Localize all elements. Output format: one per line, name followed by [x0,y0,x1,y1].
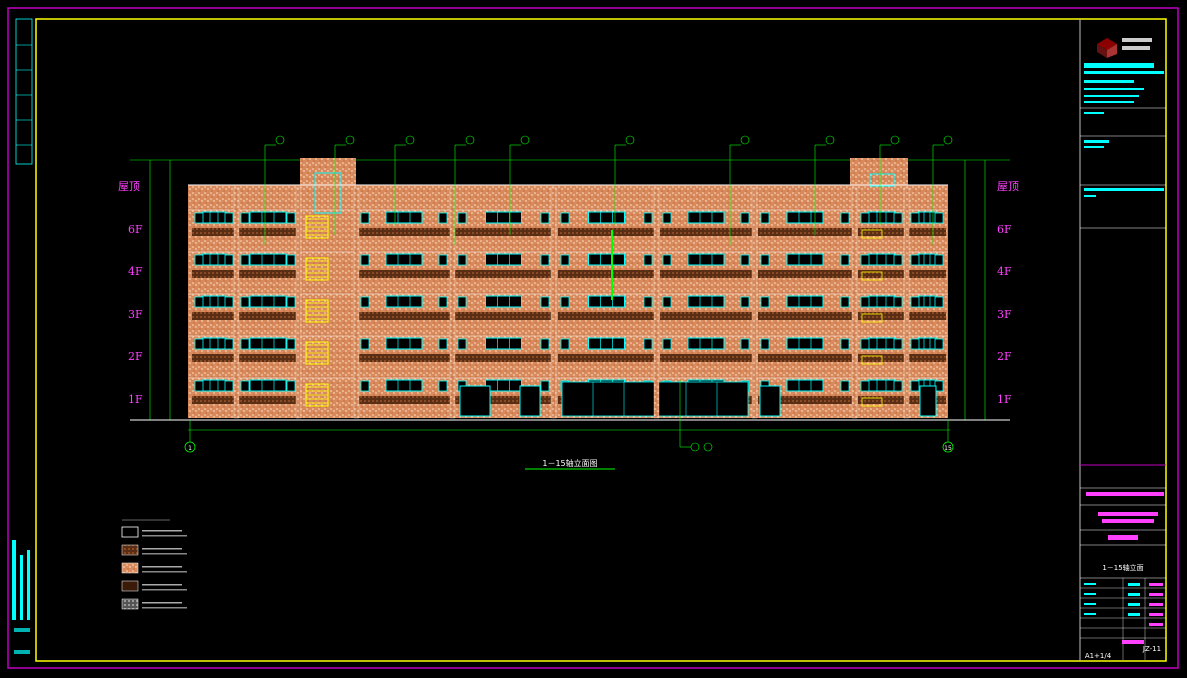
sheet-number: JZ-11 [1142,645,1161,653]
legend-swatch-1 [121,526,139,538]
drawing-frame [35,18,1167,662]
binding-strip [12,18,33,654]
floor-labels-right: 屋顶 6F 4F 3F 2F 1F [997,180,1019,406]
material-legend [121,519,187,610]
floor-label-2f: 2F [128,350,143,363]
outer-border [7,7,1179,669]
floor-label-6f-right: 6F [997,223,1012,236]
floor-label-2f-right: 2F [997,350,1012,363]
axis-1-label: 1 [188,445,192,452]
legend-swatch-5 [121,598,139,610]
company-logo [1097,38,1117,58]
legend-swatch-4 [121,580,139,592]
floor-label-roof: 屋顶 [118,180,140,193]
axis-15-label: 15 [944,445,952,452]
floor-label-3f: 3F [128,308,143,321]
floor-label-3f-right: 3F [997,308,1012,321]
building-elevation: 1 15 [130,135,1010,453]
floor-labels-left: 屋顶 6F 4F 3F 2F 1F [118,180,143,406]
floor-label-1f-right: 1F [997,393,1012,406]
elevation-title: 1－15轴立面图 [542,458,597,468]
title-block: 1－15轴立面 A [1080,38,1166,660]
drawing-name: 1－15轴立面 [1102,563,1143,572]
floor-label-1f: 1F [128,393,143,406]
legend-swatch-3 [121,562,139,574]
floor-label-roof-right: 屋顶 [997,180,1019,193]
floor-label-4f-right: 4F [997,265,1012,278]
legend-swatch-2 [121,544,139,556]
floor-label-6f: 6F [128,223,143,236]
floor-label-4f: 4F [128,265,143,278]
sheet-size: A1+1/4 [1085,652,1112,660]
